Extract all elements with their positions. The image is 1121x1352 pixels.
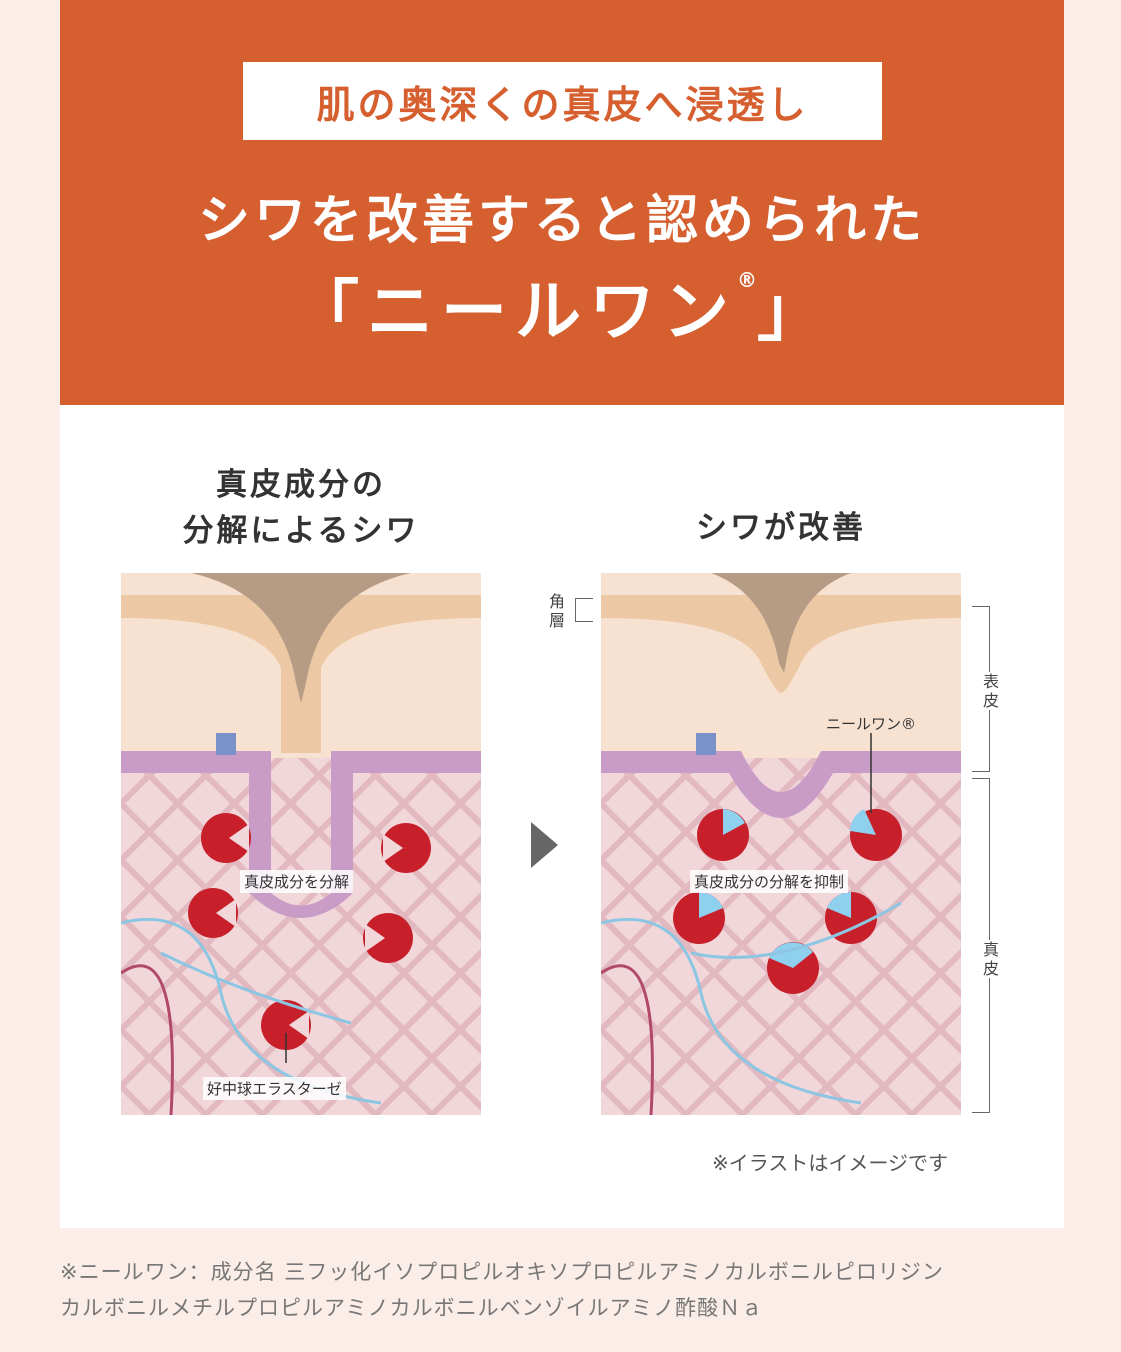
label-epidermis: 表皮 (982, 672, 1000, 710)
label-enzyme: 好中球エラスターゼ (203, 1077, 346, 1100)
right-panel-title: シワが改善 (696, 510, 866, 546)
enzyme-icon (188, 813, 431, 1050)
arrow-right-icon (531, 822, 558, 868)
footnote-line1: ※ニールワン：成分名 三フッ化イソプロピルオキソプロピルアミノカルボニルピロリジ… (60, 1260, 944, 1284)
cell-icon (216, 733, 236, 755)
stratum-bracket (575, 598, 593, 622)
label-product: ニールワン® (826, 715, 917, 733)
left-panel-title: 真皮成分の 分解によるシワ (182, 467, 420, 549)
footnote-line2: カルボニルメチルプロピルアミノカルボニルベンゾイルアミノ酢酸Ｎａ (60, 1296, 764, 1320)
product-name: 「ニールワン®」 (293, 268, 831, 350)
skin-illustration-after (601, 573, 961, 1115)
label-breakdown: 真皮成分を分解 (240, 870, 354, 893)
headline: シワを改善すると認められた (197, 191, 926, 251)
header-badge: 肌の奥深くの真皮へ浸透し (243, 62, 882, 140)
illustration-note: ※イラストはイメージです (712, 1151, 948, 1175)
label-dermis: 真皮 (982, 940, 1000, 978)
label-stratum: 角層 (548, 592, 565, 630)
skin-illustration-before (121, 573, 481, 1115)
label-inhibit: 真皮成分の分解を抑制 (690, 870, 849, 893)
